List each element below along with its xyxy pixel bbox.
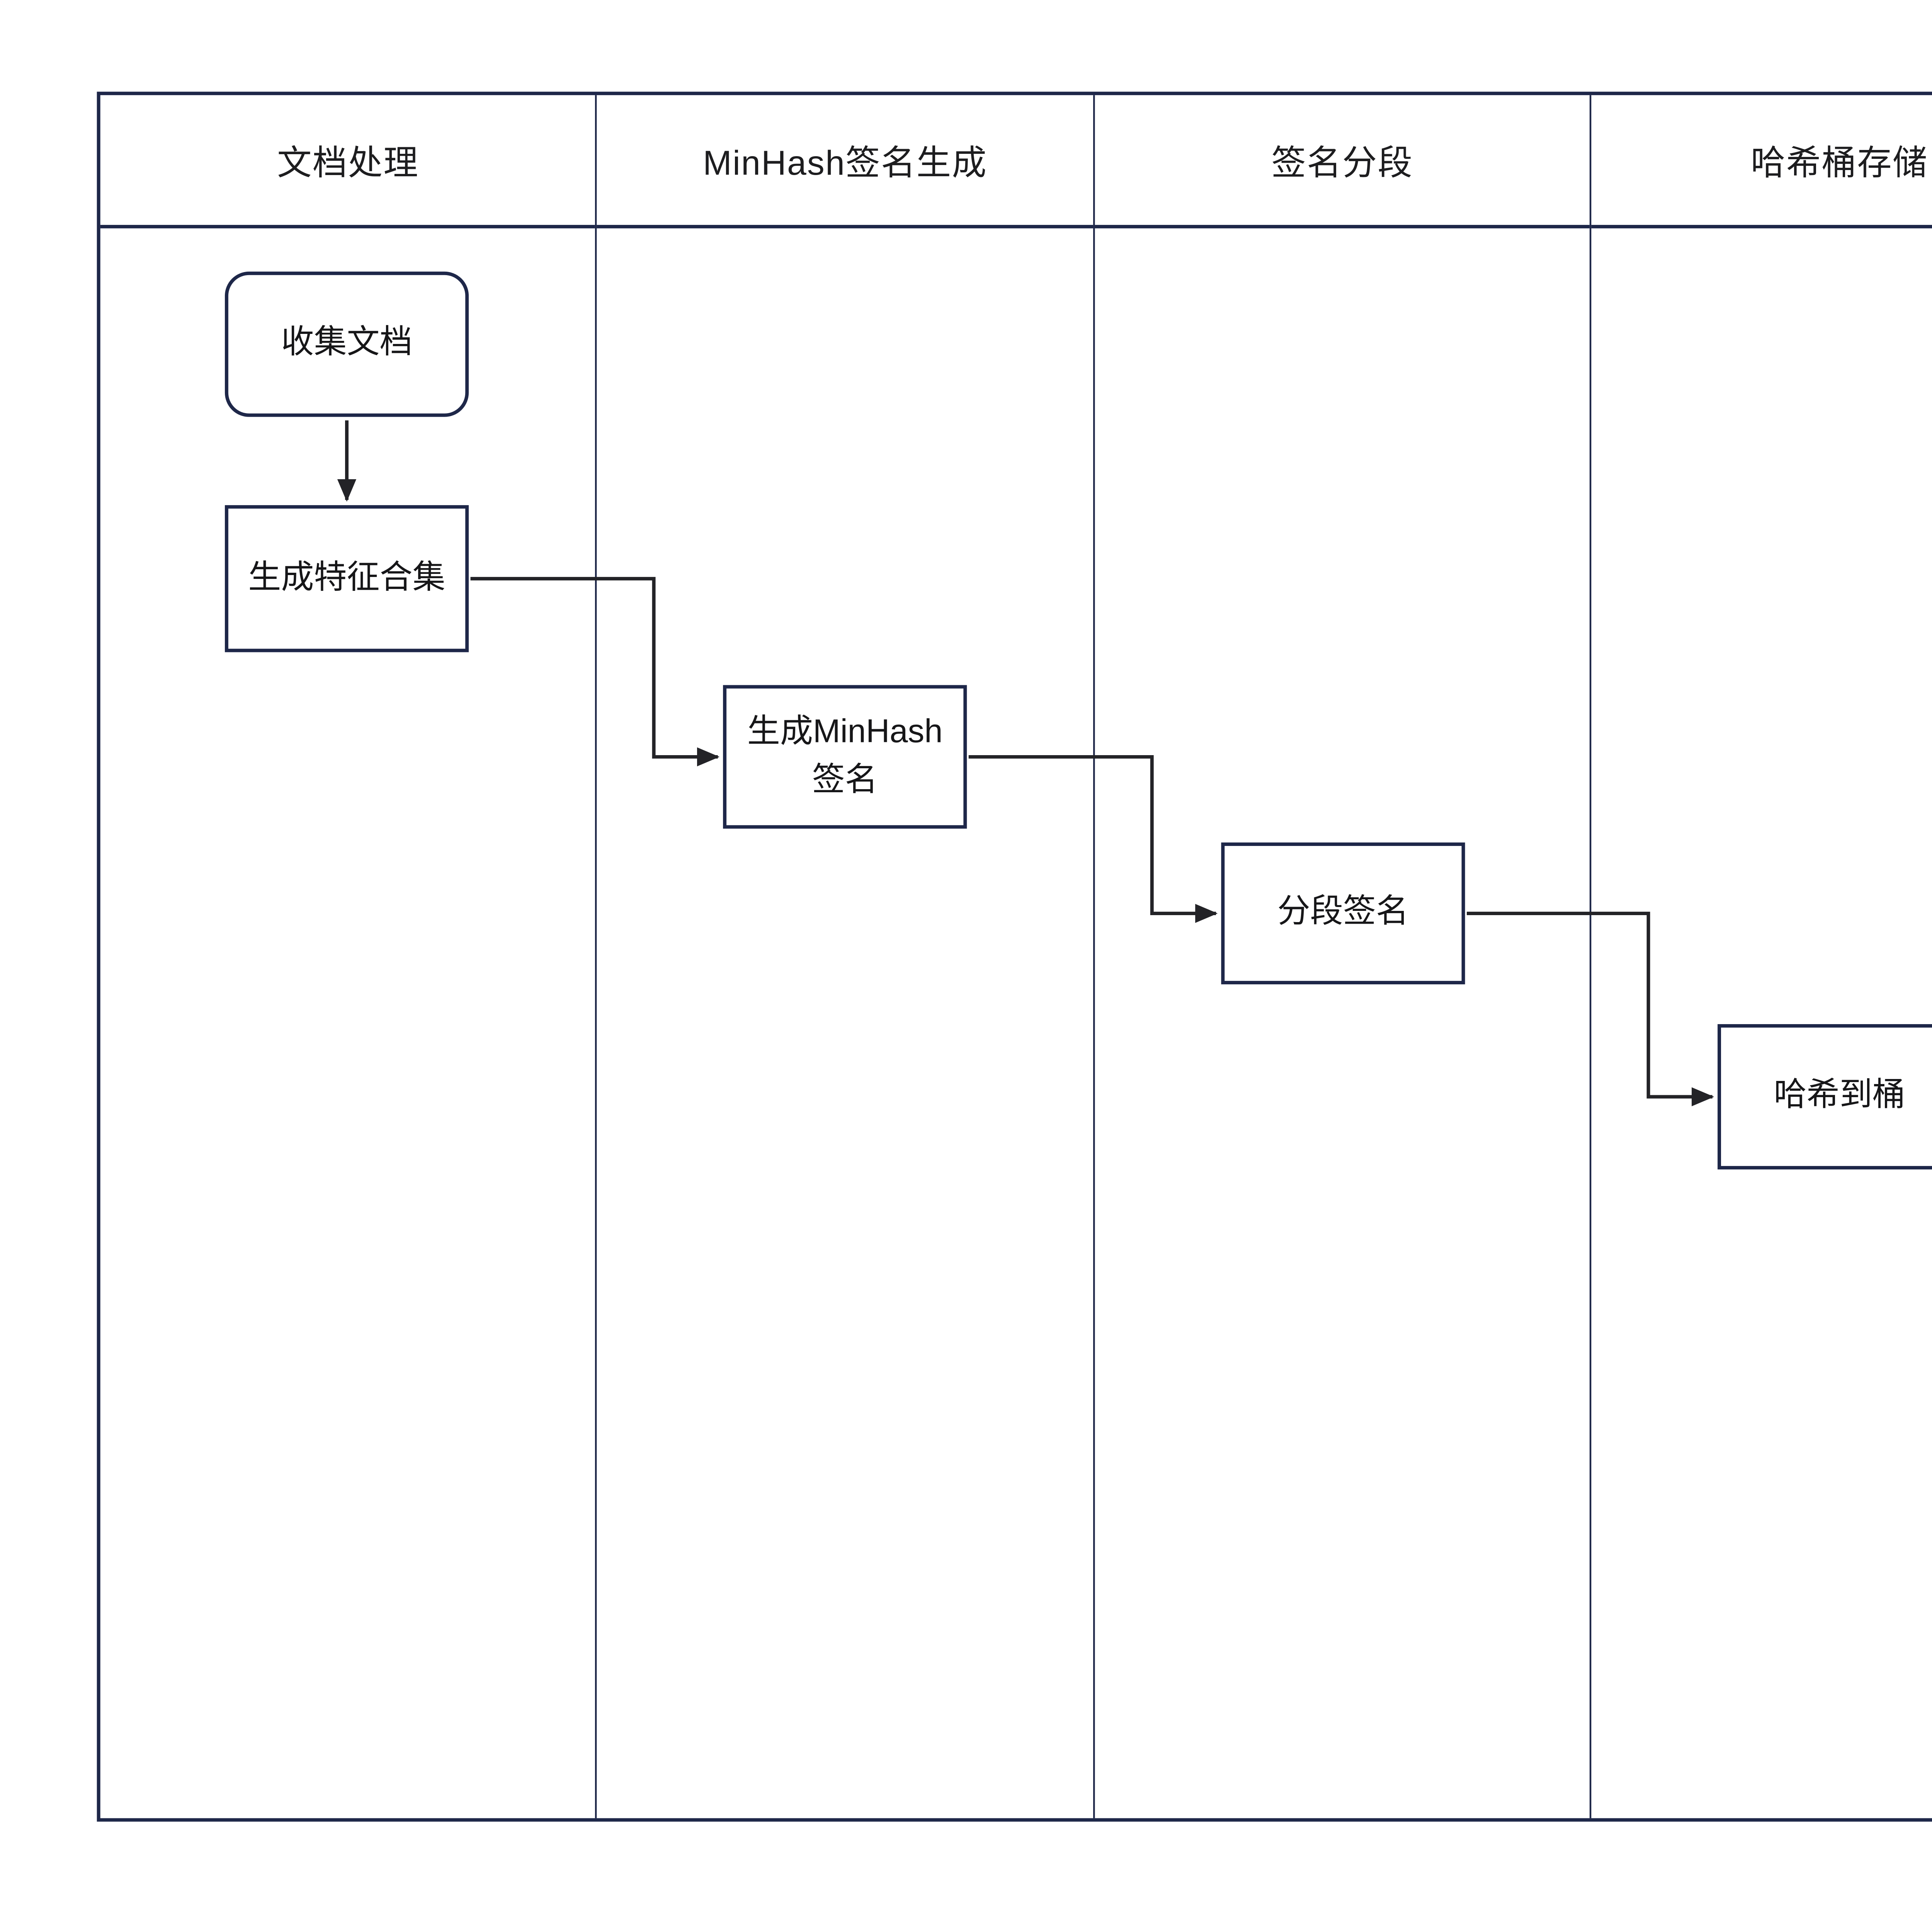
lane-header-minhash-signature-generation: MinHash签名生成 — [597, 95, 1093, 228]
node-segment-signature: 分段签名 — [1221, 842, 1465, 985]
node-hash-to-bucket: 哈希到桶 — [1718, 1024, 1932, 1170]
lane-body-document-processing — [100, 228, 596, 1818]
lane-minhash-signature-generation: MinHash签名生成 — [597, 95, 1095, 1818]
lane-body-signature-segmentation — [1095, 228, 1590, 1818]
lane-header-hash-bucket-storage: 哈希桶存储 — [1592, 95, 1932, 228]
lane-document-processing: 文档处理 — [100, 95, 598, 1818]
lane-body-hash-bucket-storage — [1592, 228, 1932, 1818]
lane-hash-bucket-storage: 哈希桶存储 — [1592, 95, 1932, 1818]
node-collect-documents: 收集文档 — [224, 271, 469, 417]
lane-body-minhash-signature-generation — [597, 228, 1093, 1818]
lane-header-signature-segmentation: 签名分段 — [1094, 95, 1590, 228]
lane-header-document-processing: 文档处理 — [100, 95, 596, 228]
node-generate-feature-set: 生成特征合集 — [224, 505, 469, 652]
node-generate-minhash-signature: 生成MinHash签名 — [723, 685, 967, 829]
